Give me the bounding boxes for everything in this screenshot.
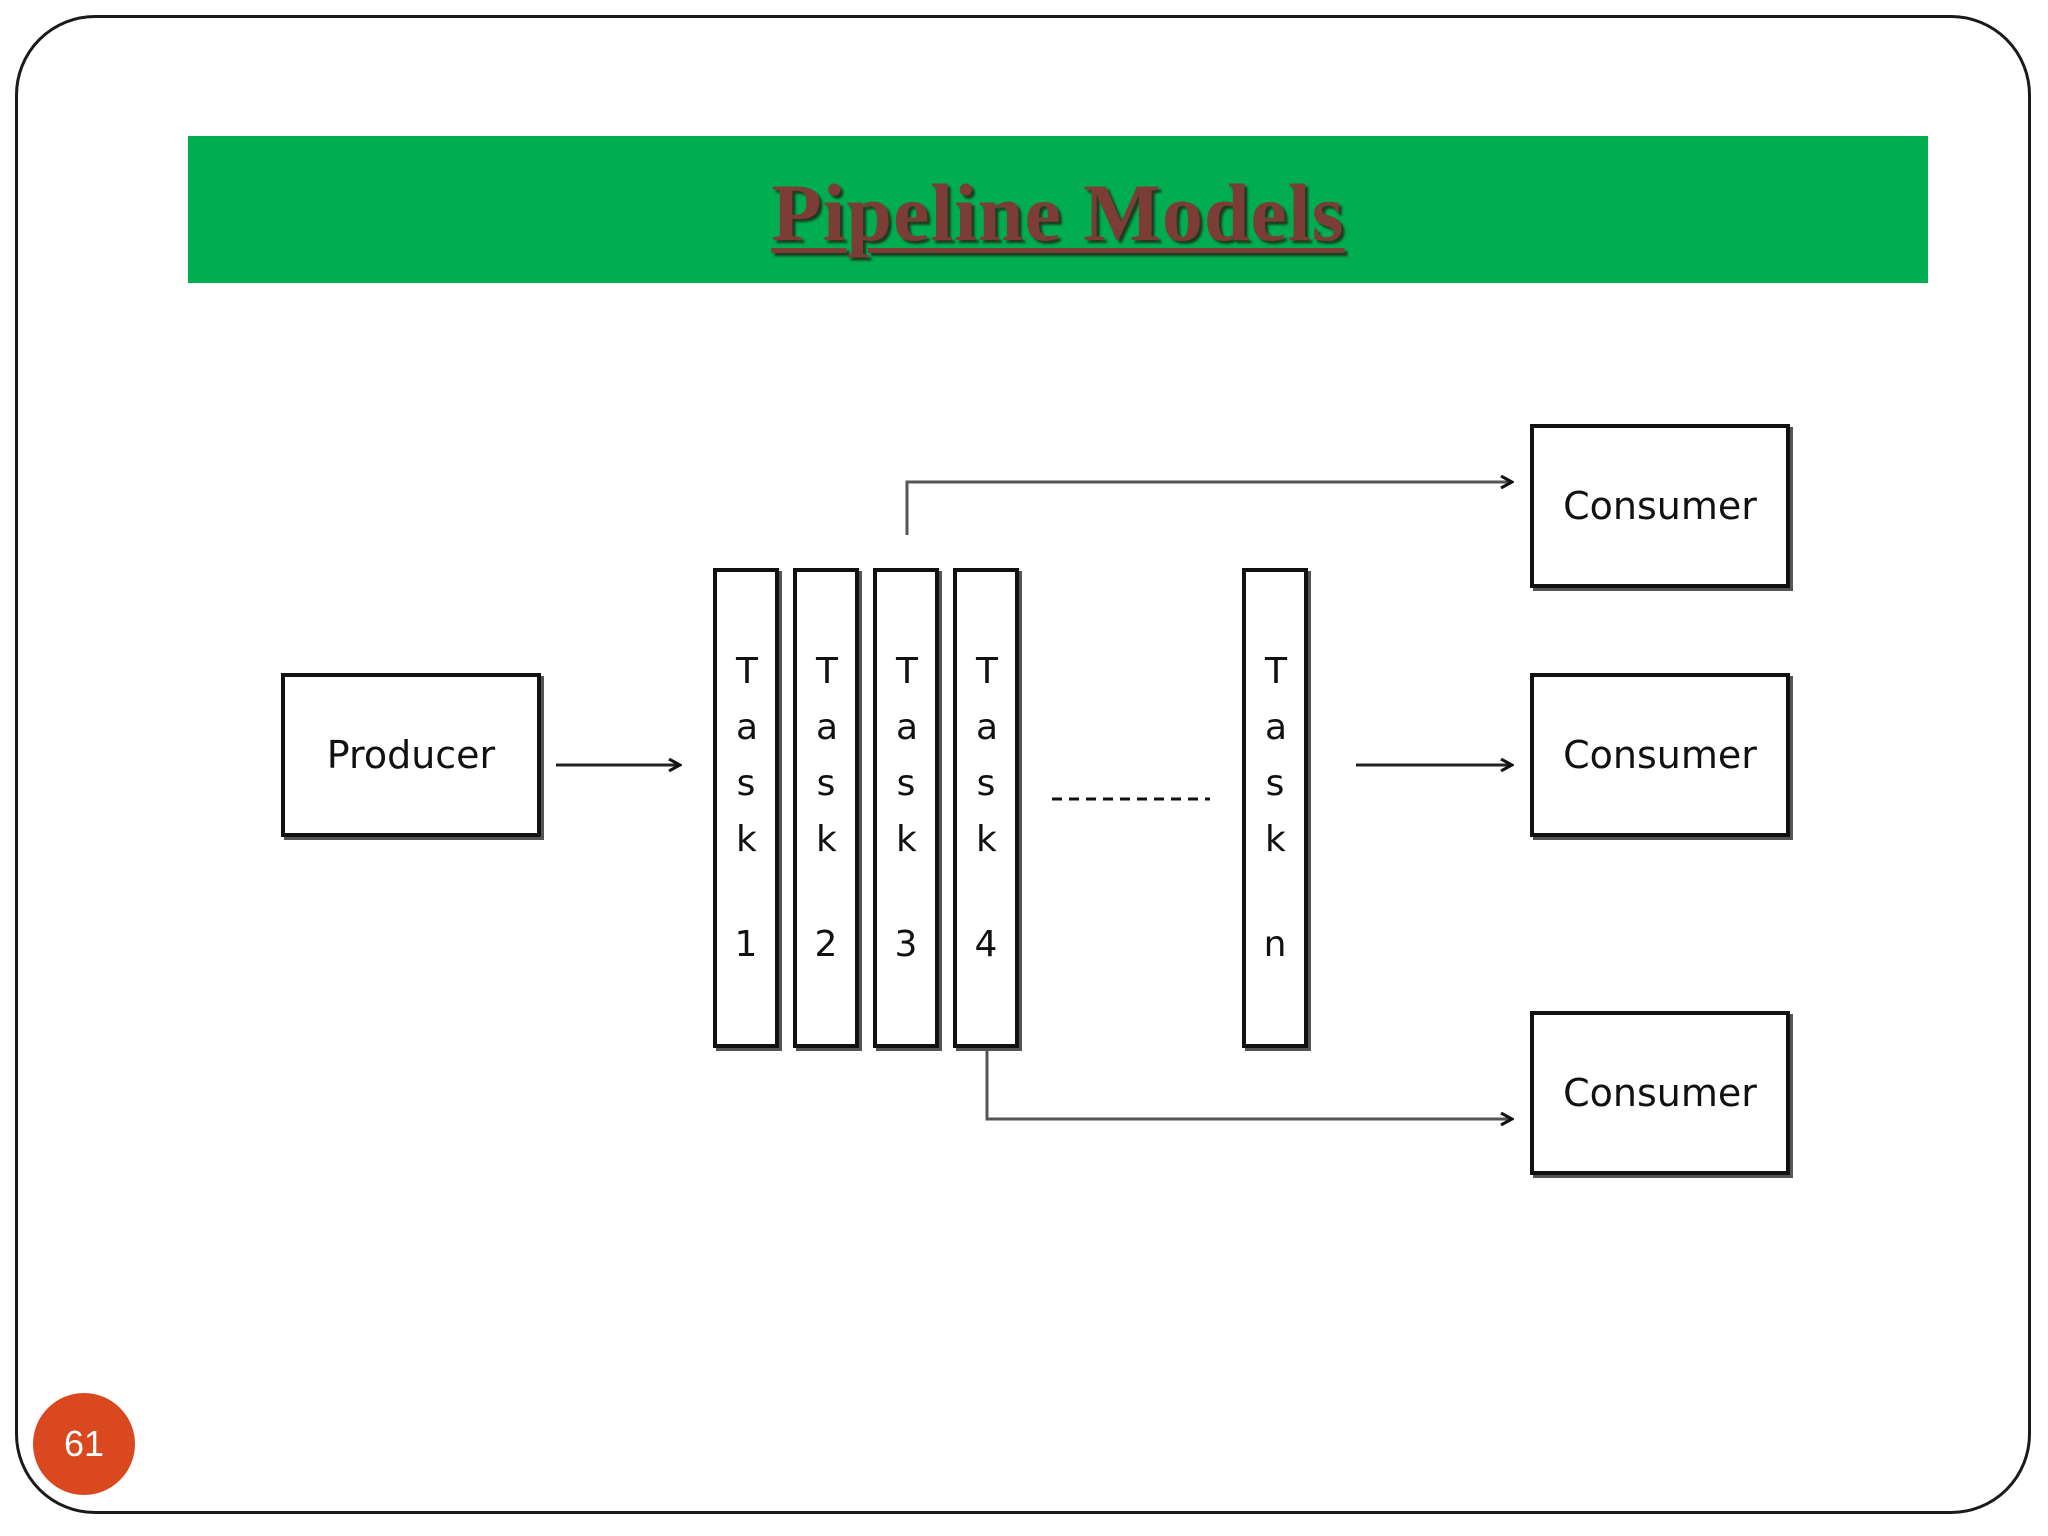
task-label: Task [896,651,919,860]
consumer-box-bottom: Consumer [1530,1011,1790,1175]
task-number: 3 [894,924,918,965]
title-banner: Pipeline Models [188,136,1928,283]
task-number: n [1263,924,1287,965]
task-column-3: Task 3 [873,568,939,1048]
consumer-box-middle: Consumer [1530,673,1790,837]
task-label: Task [736,651,759,860]
task-label: Task [816,651,839,860]
task-number: 1 [734,924,758,965]
consumer-box-top: Consumer [1530,424,1790,588]
task-column-1: Task 1 [713,568,779,1048]
page-number: 61 [63,1423,105,1464]
producer-box: Producer [281,673,541,837]
task-label: Task [1265,651,1288,860]
task-column-n: Task n [1242,568,1308,1048]
consumer-label: Consumer [1563,1071,1757,1115]
slide-frame [15,15,2031,1514]
task-number: 2 [814,924,838,965]
producer-label: Producer [326,733,496,777]
consumer-label: Consumer [1563,733,1757,777]
task-number: 4 [974,924,998,965]
consumer-label: Consumer [1563,484,1757,528]
task-column-2: Task 2 [793,568,859,1048]
task-label: Task [976,651,999,860]
slide-title: Pipeline Models [771,166,1345,258]
task-column-4: Task 4 [953,568,1019,1048]
page-number-badge: 61 [33,1393,135,1495]
